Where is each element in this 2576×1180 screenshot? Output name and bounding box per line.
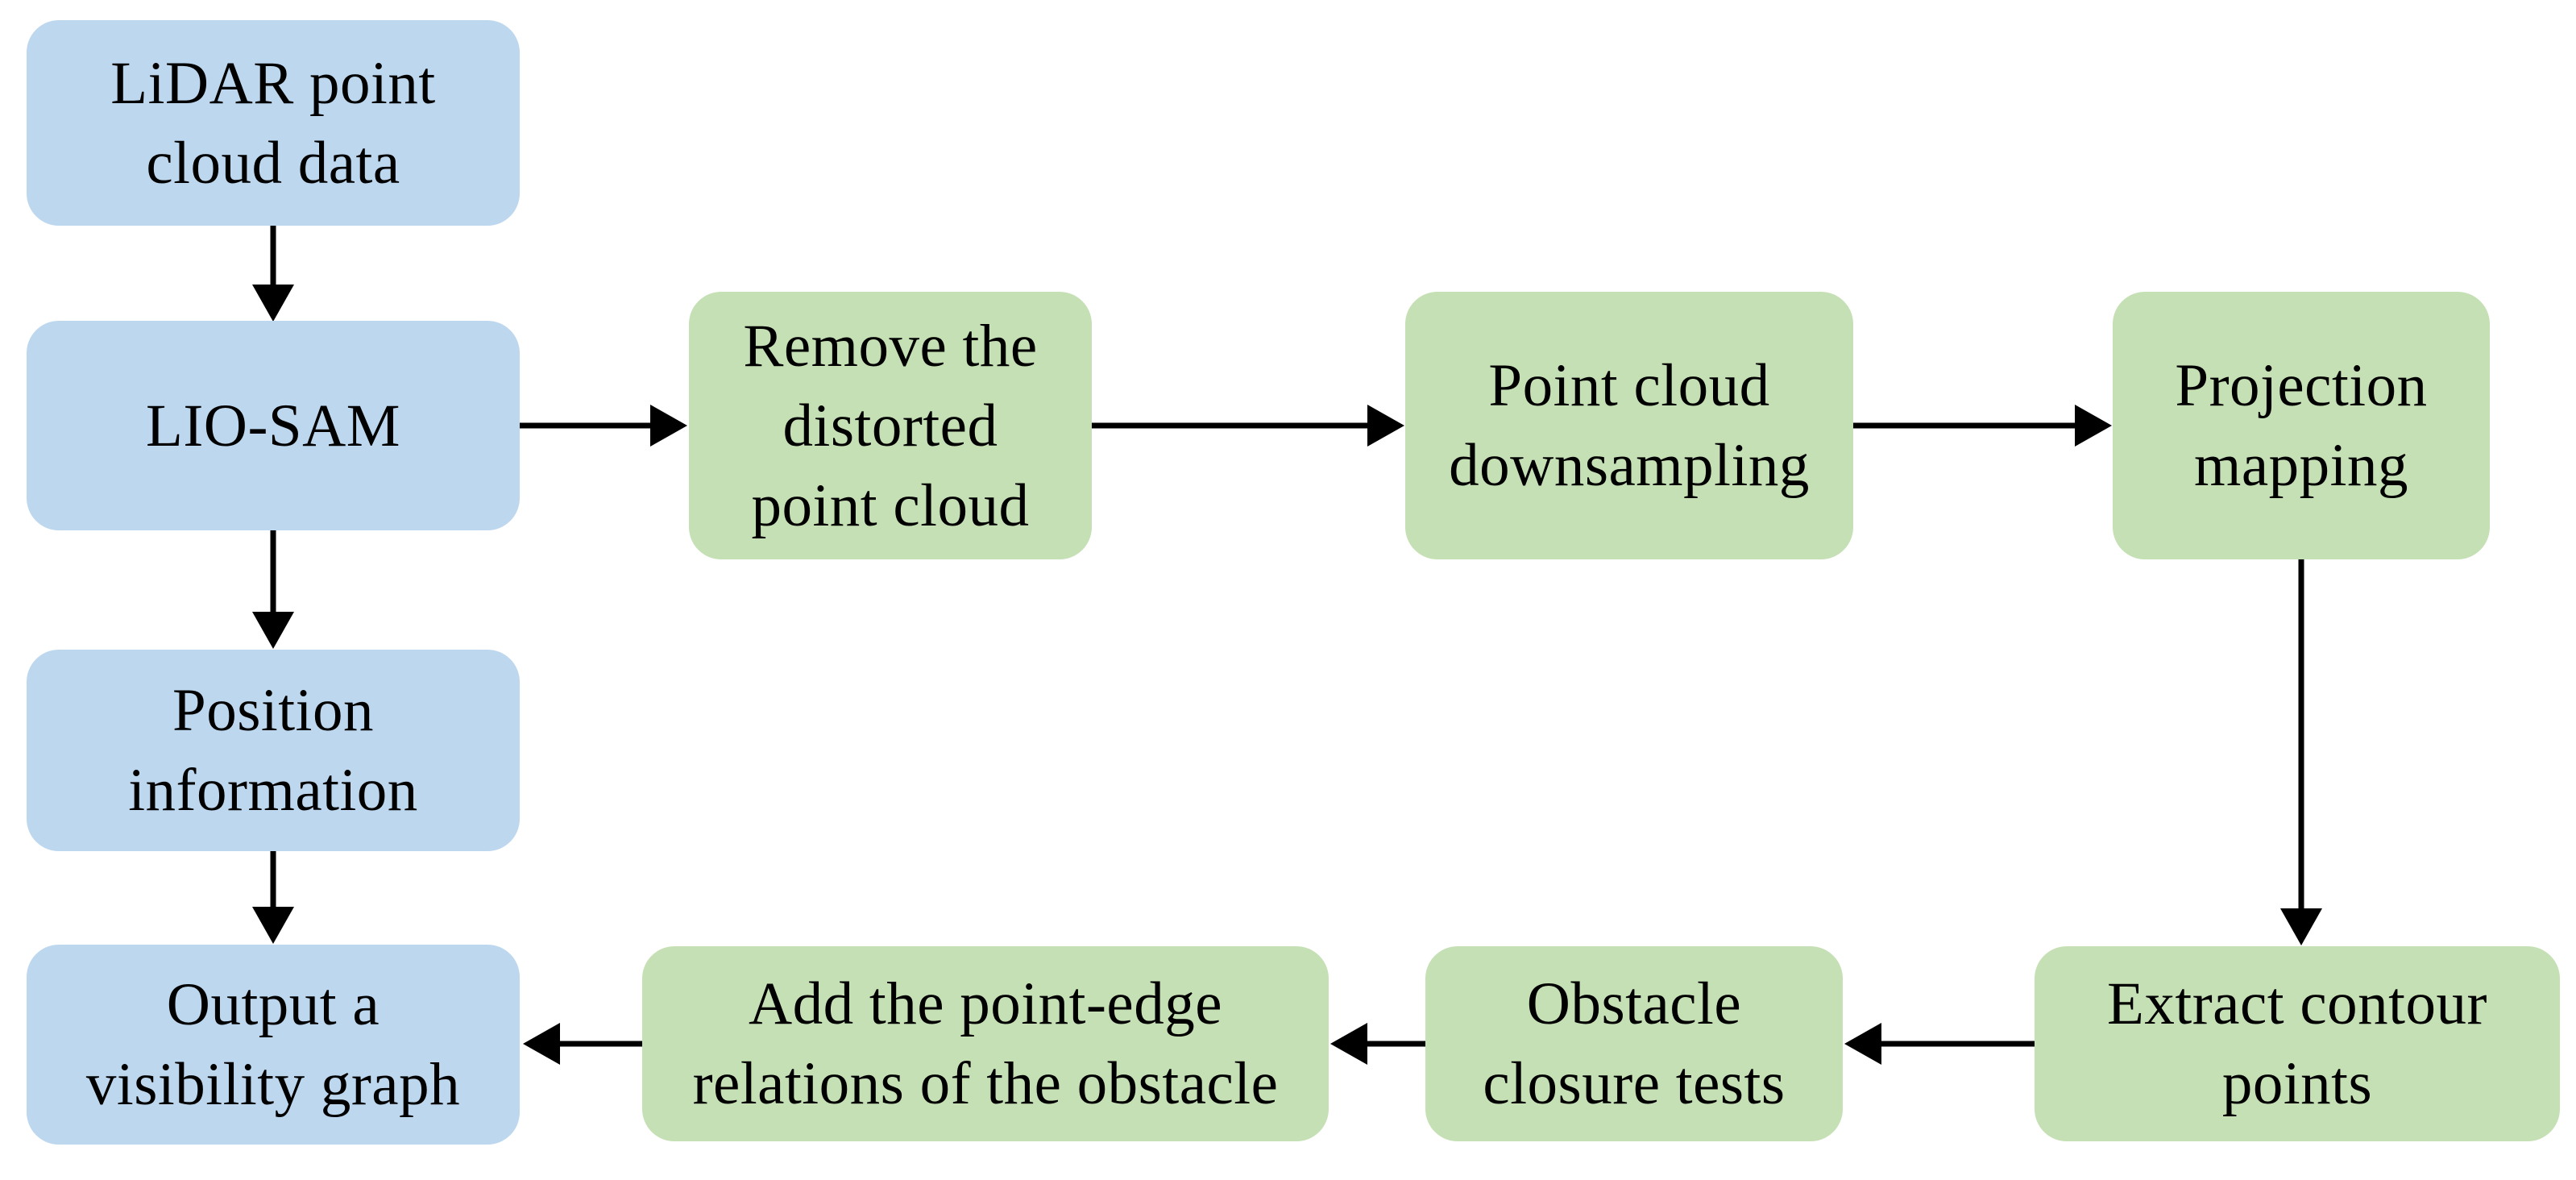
node-lidar-point-cloud-data: LiDAR point cloud data (27, 20, 520, 226)
node-extract-contour-points: Extract contour points (2035, 946, 2560, 1141)
node-output-label: Output a visibility graph (85, 971, 461, 1118)
node-closure-label: Obstacle closure tests (1483, 970, 1786, 1117)
arrow-lidar-to-liosam (252, 226, 294, 322)
arrow-liosam-to-position (252, 530, 294, 649)
node-projection-label: Projection mapping (2175, 352, 2428, 499)
node-liosam-label: LIO-SAM (146, 392, 400, 459)
node-output-visibility-graph: Output a visibility graph (27, 945, 520, 1145)
node-downsample-label: Point cloud downsampling (1449, 352, 1810, 499)
node-point-cloud-downsampling: Point cloud downsampling (1405, 292, 1853, 559)
arrow-position-to-output (252, 851, 294, 944)
node-position-information: Position information (27, 650, 520, 851)
node-remove-distorted-point-cloud: Remove the distorted point cloud (689, 292, 1092, 559)
node-obstacle-closure-tests: Obstacle closure tests (1425, 946, 1843, 1141)
node-pointedge-label: Add the point-edge relations of the obst… (692, 970, 1279, 1117)
node-add-point-edge-relations: Add the point-edge relations of the obst… (642, 946, 1329, 1141)
node-extract-label: Extract contour points (2107, 970, 2487, 1117)
arrow-pointedge-to-output (523, 1023, 642, 1065)
node-lidar-label: LiDAR point cloud data (110, 49, 436, 197)
arrow-projection-to-extract (2280, 559, 2322, 945)
arrow-remove-to-downsample (1092, 405, 1404, 447)
arrow-closure-to-pointedge (1330, 1023, 1425, 1065)
node-projection-mapping: Projection mapping (2113, 292, 2490, 559)
arrow-downsample-to-projection (1853, 405, 2112, 447)
arrow-extract-to-closure (1844, 1023, 2035, 1065)
node-position-label: Position information (128, 677, 418, 824)
node-remove-label: Remove the distorted point cloud (743, 312, 1038, 539)
node-lio-sam: LIO-SAM (27, 321, 520, 530)
